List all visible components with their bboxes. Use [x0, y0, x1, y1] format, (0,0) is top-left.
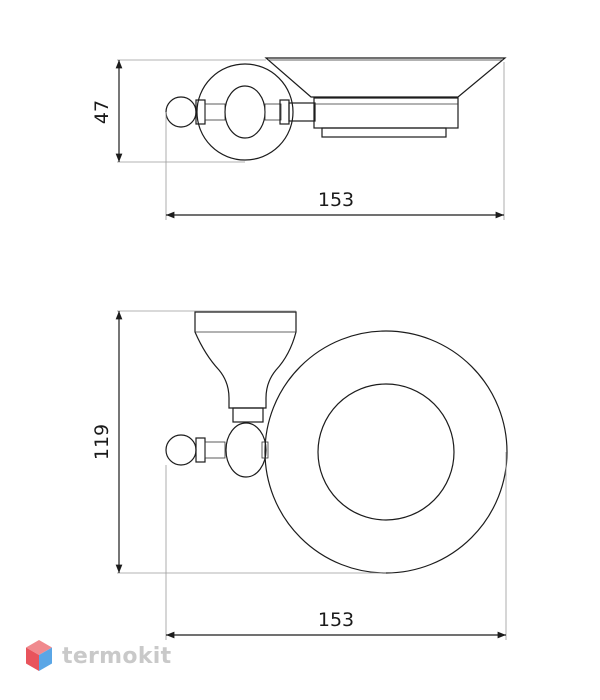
termokit-watermark: termokit	[24, 636, 171, 676]
top-knob-ball	[165, 96, 197, 128]
top-view: 47 153	[91, 57, 507, 220]
top-dish-holder	[313, 97, 459, 129]
bottom-center-bulb	[225, 422, 267, 478]
top-arm	[288, 102, 316, 122]
bottom-height-label: 119	[91, 424, 113, 460]
top-width-label: 153	[318, 189, 354, 211]
bottom-dish-inner	[317, 383, 455, 521]
hexagon-cube-logo-icon	[26, 640, 52, 671]
bottom-width-label: 153	[318, 609, 354, 631]
top-wall-plate	[196, 63, 294, 161]
bottom-wall-bracket	[194, 311, 297, 409]
top-center-bulb	[224, 85, 266, 139]
top-glass-dish	[264, 57, 507, 98]
bottom-view: 119 153	[91, 310, 508, 640]
bottom-dish-outer	[264, 330, 508, 574]
top-height-label: 47	[91, 100, 113, 124]
watermark-text: termokit	[62, 643, 172, 669]
bottom-knob-ball	[165, 434, 197, 466]
